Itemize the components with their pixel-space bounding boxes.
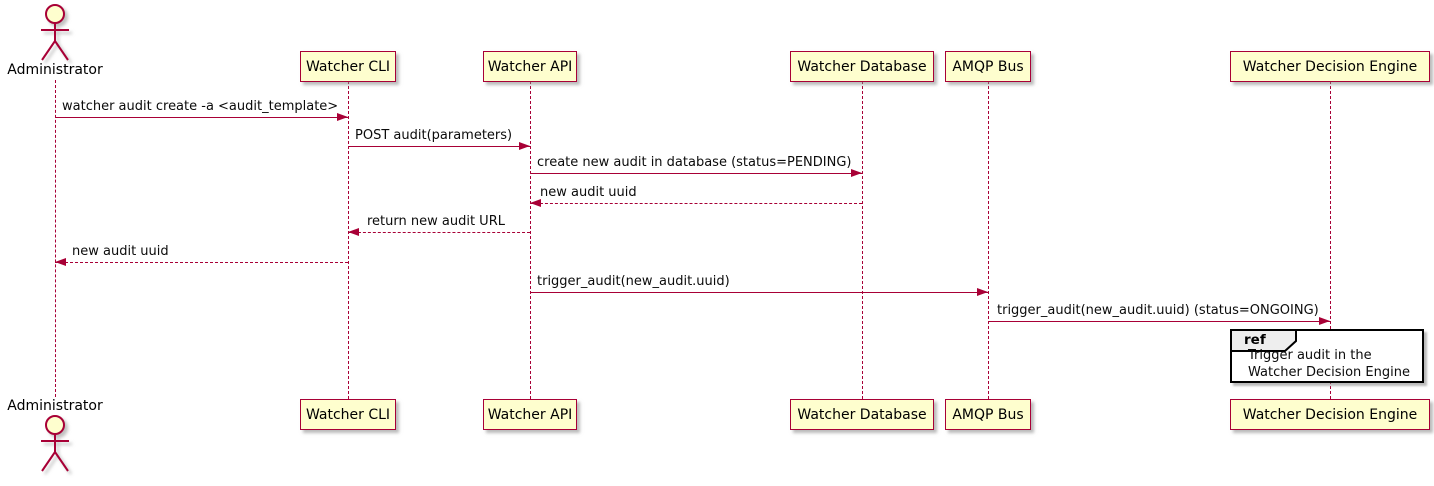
- lifeline-watcher-database: [862, 81, 863, 399]
- message-arrowhead-right-icon: [977, 288, 988, 296]
- message-label: return new audit URL: [367, 214, 505, 229]
- message-line: [530, 203, 862, 204]
- lifeline-amqp-bus: [988, 81, 989, 399]
- message-line: [530, 173, 862, 174]
- message-label: trigger_audit(new_audit.uuid): [537, 274, 730, 289]
- participant-box-top: Watcher Decision Engine: [1230, 51, 1430, 82]
- ref-tag-label: ref: [1244, 332, 1266, 348]
- message-arrowhead-right-icon: [851, 169, 862, 177]
- actor-administrator-bottom: [29, 414, 81, 476]
- message-line: [348, 232, 530, 233]
- message-arrowhead-right-icon: [337, 113, 348, 121]
- message-line: [55, 117, 348, 118]
- participant-box-bottom: Watcher Database: [790, 399, 934, 430]
- participant-box-top: Watcher API: [483, 51, 577, 82]
- participant-box-bottom: Watcher CLI: [300, 399, 396, 430]
- ref-body-line: Trigger audit in the: [1248, 348, 1372, 363]
- actor-administrator-top: [29, 3, 81, 65]
- ref-fragment-tab: [1230, 329, 1306, 357]
- message-label: create new audit in database (status=PEN…: [537, 155, 852, 170]
- lifeline-watcher-decision-engine: [1330, 81, 1331, 399]
- message-label: trigger_audit(new_audit.uuid) (status=ON…: [997, 303, 1319, 318]
- message-label: new audit uuid: [72, 244, 169, 259]
- message-arrowhead-left-icon: [55, 258, 66, 266]
- message-arrowhead-left-icon: [530, 199, 541, 207]
- participant-box-top: Watcher CLI: [300, 51, 396, 82]
- actor-stick-figure-icon: [41, 415, 69, 472]
- message-arrowhead-left-icon: [348, 228, 359, 236]
- message-line: [55, 262, 348, 263]
- message-label: watcher audit create -a <audit_template>: [62, 99, 339, 114]
- participant-box-bottom: Watcher API: [483, 399, 577, 430]
- message-arrowhead-right-icon: [1319, 317, 1330, 325]
- participant-box-bottom: AMQP Bus: [945, 399, 1031, 430]
- message-line: [988, 321, 1330, 322]
- ref-body-line: Watcher Decision Engine: [1248, 365, 1410, 380]
- participant-box-top: Watcher Database: [790, 51, 934, 82]
- message-label: POST audit(parameters): [355, 128, 513, 143]
- message-label: new audit uuid: [540, 185, 637, 200]
- actor-label-top: Administrator: [7, 62, 103, 78]
- ref-tab-pentagon-icon: [1230, 329, 1297, 352]
- lifeline-watcher-api: [530, 81, 531, 399]
- lifeline-watcher-cli: [348, 81, 349, 399]
- actor-label-bottom: Administrator: [7, 398, 103, 414]
- message-line: [530, 292, 988, 293]
- participant-box-top: AMQP Bus: [945, 51, 1031, 82]
- message-arrowhead-right-icon: [519, 142, 530, 150]
- message-line: [348, 146, 530, 147]
- lifeline-administrator: [55, 80, 56, 397]
- participant-box-bottom: Watcher Decision Engine: [1230, 399, 1430, 430]
- actor-stick-figure-icon: [41, 4, 69, 61]
